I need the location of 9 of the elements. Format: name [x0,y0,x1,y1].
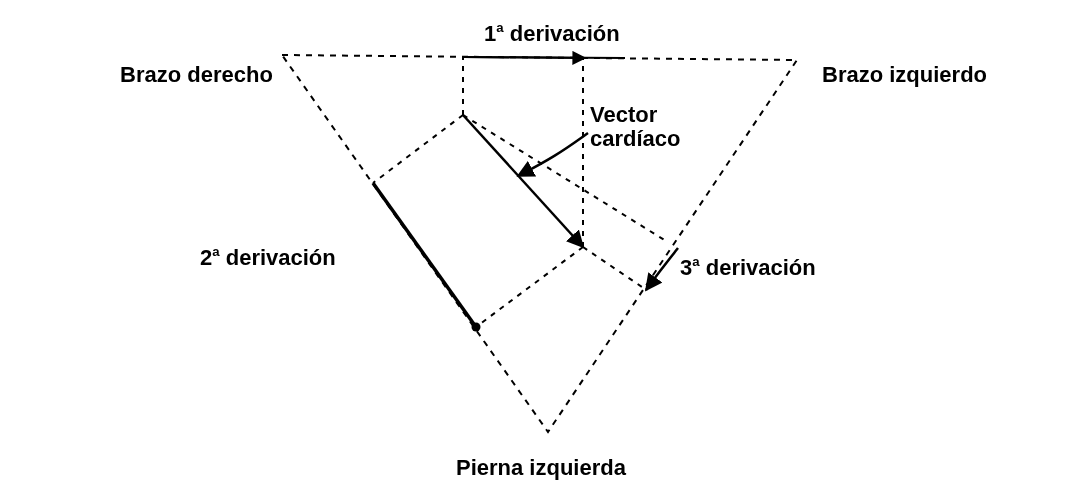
text-label: 2$^{a}$ derivación [200,246,336,271]
text-label: 1$^{a}$ derivación [484,22,620,47]
annotation-label: Vector cardíaco [590,103,700,152]
leader-line [644,247,679,292]
leader-line [516,132,589,178]
text-label: Brazo derecho [120,63,273,88]
text-label: Pierna izquierda [456,456,626,481]
annotation-label: 3$^{a}$ derivación [680,256,816,281]
text-label: Brazo izquierdo [822,63,987,88]
